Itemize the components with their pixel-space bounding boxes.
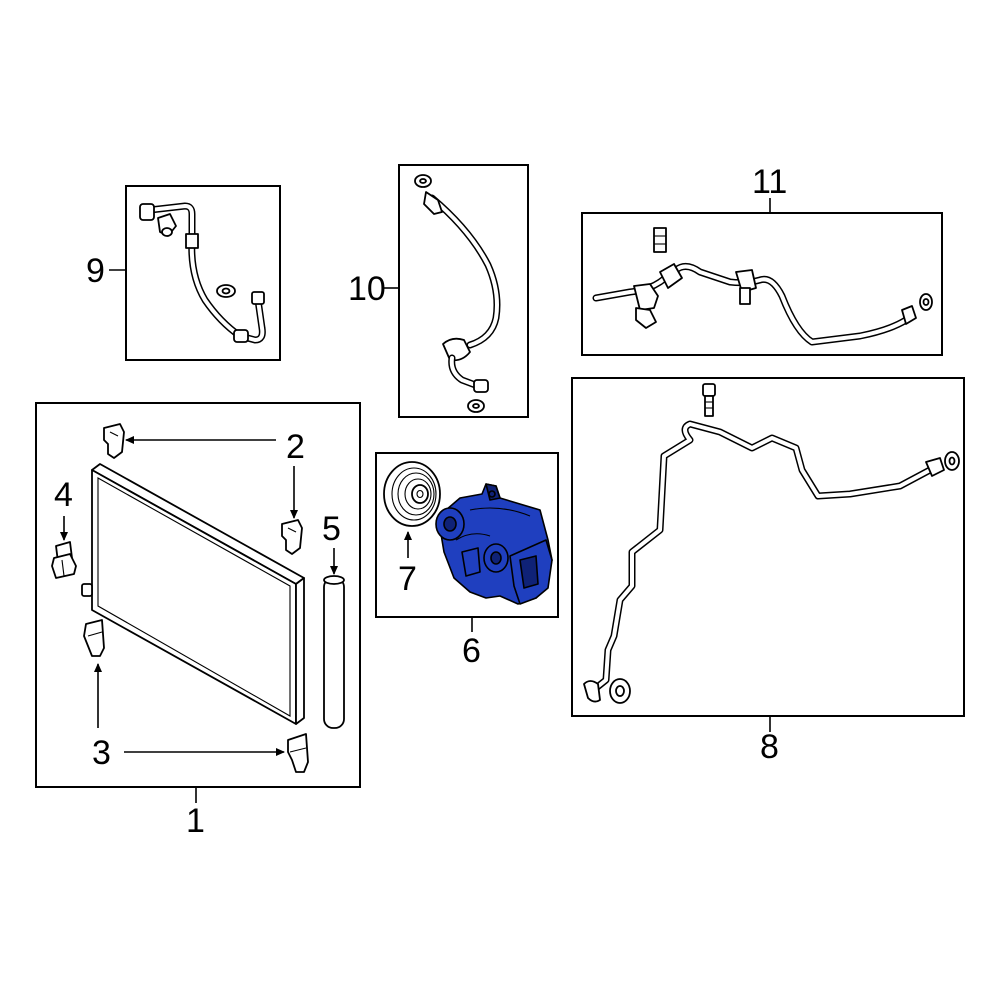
- line-8: [583, 383, 960, 704]
- ac-compressor: [435, 483, 553, 605]
- hose-10: [414, 174, 501, 413]
- part-box-11: 11: [581, 163, 943, 356]
- part-box-1: 1 2 3: [35, 402, 361, 840]
- callout-3: 3: [92, 734, 111, 772]
- callout-10: 10: [348, 270, 386, 308]
- bracket-3-upper: [83, 619, 105, 657]
- hose-9: [139, 202, 266, 344]
- callout-5: 5: [322, 510, 341, 548]
- callout-11: 11: [752, 163, 787, 201]
- callout-9: 9: [86, 252, 105, 290]
- part-box-6: 6 7: [375, 452, 559, 670]
- bracket-2-lower: [281, 519, 303, 555]
- callout-1: 1: [186, 802, 205, 840]
- bracket-3-lower: [287, 733, 309, 773]
- part-box-8: 8: [571, 377, 965, 766]
- part-box-9: 9: [86, 185, 281, 361]
- clutch-pulley-7: [383, 461, 441, 527]
- line-11: [592, 227, 933, 346]
- part-box-10: 10: [348, 164, 529, 418]
- receiver-drier-5: [323, 575, 345, 729]
- callout-7: 7: [398, 560, 417, 598]
- callout-4: 4: [54, 476, 73, 514]
- bracket-2-upper: [103, 423, 125, 459]
- callout-2: 2: [286, 428, 305, 466]
- condenser: [81, 463, 305, 725]
- bracket-4: [51, 541, 77, 579]
- callout-8: 8: [760, 728, 779, 766]
- callout-6: 6: [462, 632, 481, 670]
